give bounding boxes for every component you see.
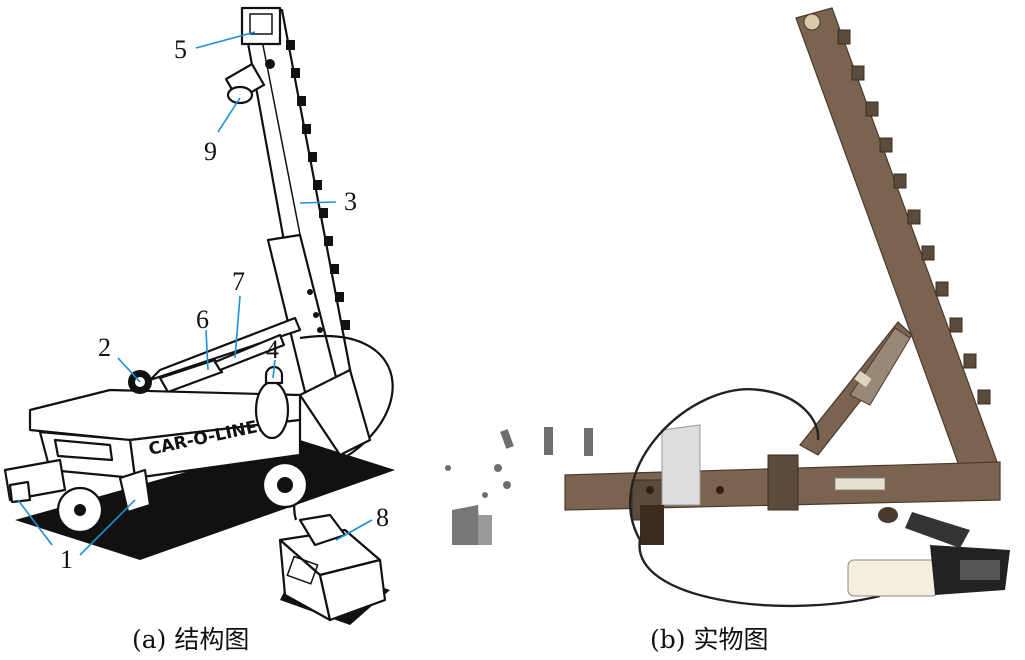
callout-2: 2 xyxy=(98,333,111,362)
callout-9: 9 xyxy=(204,137,217,166)
pulley-clamp xyxy=(224,59,275,105)
chain-notches xyxy=(286,40,350,330)
photo-hose-bottom xyxy=(638,539,881,608)
photo-ram xyxy=(799,321,913,456)
photo-base xyxy=(564,424,1001,545)
callout-8: 8 xyxy=(376,503,389,532)
hydraulic-ram xyxy=(158,333,286,394)
casters xyxy=(3,458,309,534)
callout-4: 4 xyxy=(266,335,279,364)
photo-hose-top xyxy=(628,388,820,541)
foot-pump xyxy=(278,513,390,625)
photo-pump xyxy=(847,512,1010,597)
leader-lines xyxy=(17,31,373,556)
photo-tower xyxy=(795,7,1001,483)
callout-6: 6 xyxy=(196,305,209,334)
tower-arm xyxy=(224,6,354,397)
base-beam: CAR-O-LINER xyxy=(28,368,372,480)
photo-rendering: (b) 实物图 xyxy=(445,7,1010,654)
callout-3: 3 xyxy=(344,187,357,216)
loose-parts xyxy=(445,427,593,545)
caption-left: (a) 结构图 xyxy=(132,625,249,654)
structure-drawing: CAR-O-LINER xyxy=(3,6,395,654)
caption-right: (b) 实物图 xyxy=(650,625,768,654)
callout-1: 1 xyxy=(60,545,73,574)
callout-numbers: 5 9 3 7 6 2 4 8 1 xyxy=(60,35,389,574)
callout-5: 5 xyxy=(174,35,187,64)
callout-7: 7 xyxy=(232,267,245,296)
